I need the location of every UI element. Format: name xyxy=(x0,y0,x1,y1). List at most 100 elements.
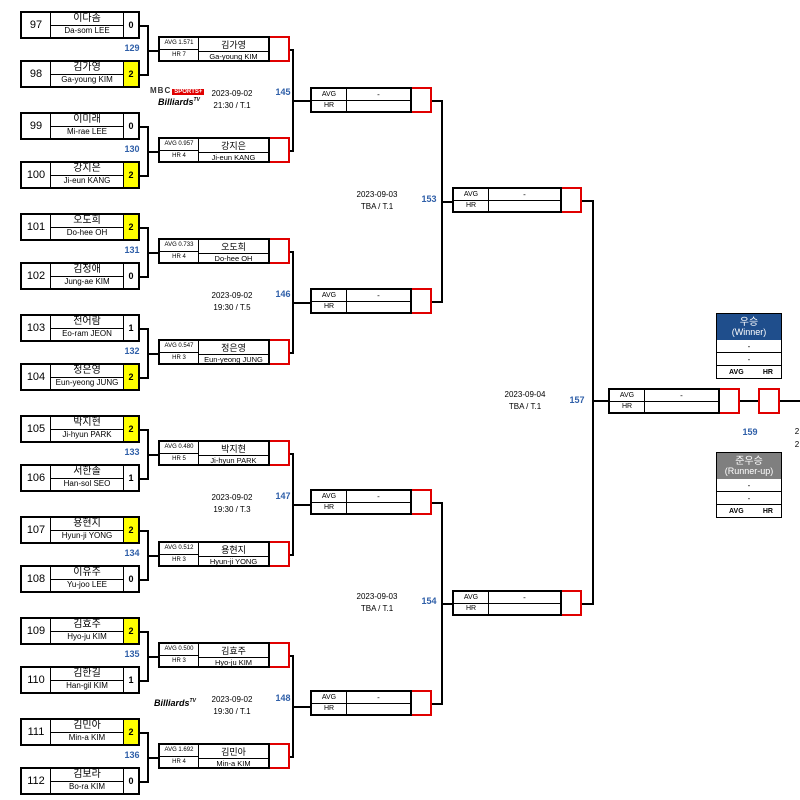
empty-cell xyxy=(347,503,410,514)
score-cell xyxy=(412,690,432,716)
billiards-logo-text: Billiards xyxy=(158,97,194,107)
player-name-korean: 김효주 xyxy=(199,644,268,658)
bracket-line xyxy=(140,25,148,27)
seed-number: 104 xyxy=(22,365,51,389)
player-placeholder: - xyxy=(645,390,718,402)
player-name-korean: 김민아 xyxy=(51,720,123,733)
avg-label: AVG xyxy=(312,290,346,302)
match-number: 147 xyxy=(275,491,291,501)
player-placeholder: - xyxy=(489,189,560,201)
player-name-english: Hyo-ju KIM xyxy=(67,632,107,642)
bracket-line xyxy=(292,706,310,708)
match-time: TBA / T.1 xyxy=(360,202,394,211)
set-score: 0 xyxy=(123,769,138,793)
seed-number: 106 xyxy=(22,466,51,490)
bracket-line xyxy=(290,49,293,51)
match-date: 2023-09-02 xyxy=(211,493,253,502)
set-score: 0 xyxy=(123,114,138,138)
hr-stat: HR 4 xyxy=(172,253,186,260)
bracket-line xyxy=(292,504,310,506)
bracket-line xyxy=(140,530,148,532)
bracket-line xyxy=(147,50,158,52)
match-date: 2023-09-02 xyxy=(211,291,253,300)
set-score: 1 xyxy=(123,466,138,490)
bracket-line xyxy=(292,302,310,304)
empty-cell xyxy=(489,201,560,212)
set-score: 1 xyxy=(123,316,138,340)
set-score: 0 xyxy=(123,13,138,37)
match-time: 19:30 / T.5 xyxy=(213,303,251,312)
player-name-korean: 용현지 xyxy=(51,518,123,531)
hr-label: HR xyxy=(762,368,773,376)
hr-stat: HR 5 xyxy=(172,455,186,462)
bracket-line xyxy=(140,126,148,128)
player-name-english: Ji-hyun PARK xyxy=(62,430,112,440)
winner-box-subtitle: (Winner) xyxy=(731,326,767,337)
match-number: 132 xyxy=(124,346,140,356)
runnerup-box-name-korean: - xyxy=(717,479,781,492)
empty-cell xyxy=(347,302,410,313)
bracket-line xyxy=(140,579,148,581)
bracket-line xyxy=(147,656,158,658)
player-name-korean: 김한길 xyxy=(51,668,123,681)
tv-logo-text: TV xyxy=(193,97,200,103)
stat-values: - xyxy=(347,89,410,111)
runnerup-box-header: 준우승(Runner-up) xyxy=(717,453,781,479)
bracket-line xyxy=(780,400,800,402)
bracket-line xyxy=(140,478,148,480)
avg-label: AVG xyxy=(729,507,744,515)
hr-label: HR xyxy=(323,102,335,110)
seed-number: 98 xyxy=(22,62,51,86)
bracket-line xyxy=(290,655,293,657)
score-cell xyxy=(412,87,432,113)
hr-label: HR xyxy=(762,507,773,515)
match-number: 135 xyxy=(124,649,140,659)
billiards-tv-logo: BilliardsTV xyxy=(154,698,196,708)
player-name-english: Ga-young KIM xyxy=(61,75,113,85)
match-number: 145 xyxy=(275,87,291,97)
